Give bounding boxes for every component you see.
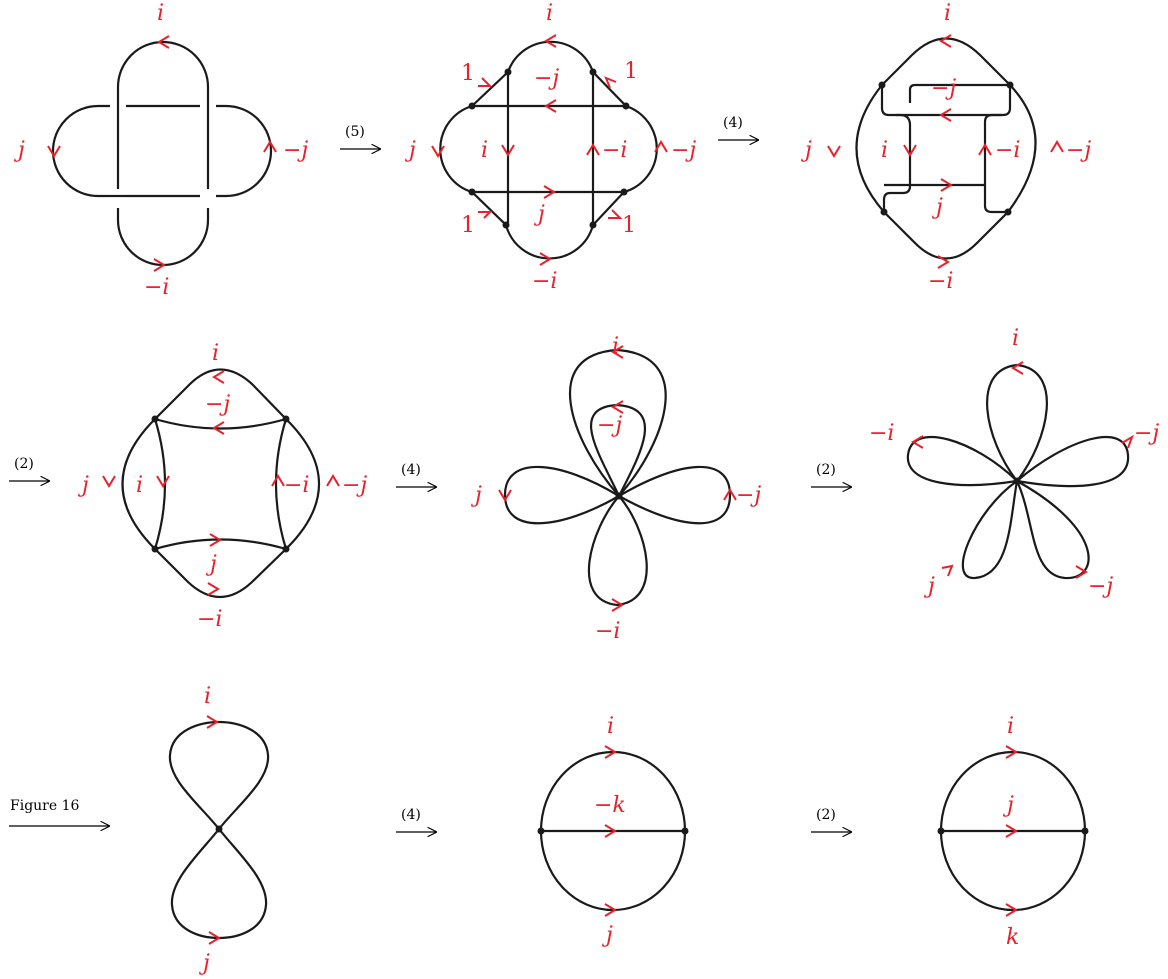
- label-j: j: [601, 923, 613, 948]
- label-i: i: [944, 1, 951, 26]
- diagram-2-arrows: [431, 34, 668, 266]
- label-neg-i: −i: [284, 473, 309, 498]
- diagram-1-labels: i j −j −i: [13, 1, 308, 300]
- label-1: 1: [461, 61, 475, 86]
- label-1: 1: [624, 59, 638, 84]
- step-label: (4): [401, 807, 421, 823]
- label-i: i: [204, 684, 211, 709]
- diagram-3-vertices: [878, 81, 1014, 216]
- diagram-9-theta: [939, 750, 1087, 912]
- label-neg-j: −j: [671, 138, 696, 163]
- label-neg-j: −j: [1134, 421, 1159, 446]
- diagram-5-vertex: [615, 492, 623, 500]
- label-i: i: [607, 714, 614, 739]
- step-arrow-3: (2): [9, 456, 49, 481]
- diagram-8-theta: [539, 750, 687, 912]
- label-i: i: [612, 334, 619, 359]
- label-neg-j: −j: [283, 138, 308, 163]
- diagram-3-labels: i −j j i −i −j j −i: [800, 1, 1091, 294]
- diagram-1-knot: [51, 40, 273, 267]
- label-i: i: [481, 138, 488, 163]
- diagram-6-vertex: [1013, 477, 1021, 485]
- diagram-7-vertex: [215, 825, 223, 833]
- label-neg-j: −j: [342, 473, 367, 498]
- label-i: i: [136, 473, 143, 498]
- step-arrow-2: (4): [718, 115, 758, 140]
- diagram-1-arrows: [47, 35, 277, 272]
- diagram-8-arrows: [604, 745, 617, 917]
- label-neg-i: −i: [595, 619, 620, 644]
- diagram-2-graph: [439, 40, 658, 260]
- label-neg-i: −i: [144, 275, 169, 300]
- step-arrow-1: (5): [340, 124, 380, 149]
- label-neg-j: −j: [597, 413, 622, 438]
- label-neg-i: −i: [995, 138, 1020, 163]
- step-label: (2): [816, 807, 836, 823]
- label-neg-k: −k: [594, 793, 626, 818]
- label-j: j: [205, 552, 217, 577]
- label-neg-j: −j: [1088, 574, 1113, 599]
- label-1: 1: [622, 213, 636, 238]
- diagram-4-labels: i −j j i −i −j j −i: [77, 341, 367, 632]
- label-j: j: [533, 202, 545, 227]
- label-neg-j: −j: [534, 66, 559, 91]
- label-j: j: [404, 138, 416, 163]
- label-i: i: [1012, 326, 1019, 351]
- diagram-6-arrows: [911, 361, 1134, 579]
- step-label: (4): [723, 115, 743, 131]
- diagram-8-labels: i −k j: [594, 714, 626, 948]
- step-label: (2): [14, 456, 34, 472]
- step-arrow-8: (2): [811, 807, 851, 832]
- step-label: (2): [816, 462, 836, 478]
- label-j: j: [198, 951, 210, 976]
- label-i: i: [1007, 714, 1014, 739]
- diagram-3-arrows: [827, 34, 1064, 269]
- step-arrow-7: (4): [396, 807, 436, 832]
- label-1: 1: [461, 213, 475, 238]
- diagram-5-flower: [503, 348, 732, 607]
- diagram-7-arrows: [206, 715, 221, 945]
- label-i: i: [881, 138, 888, 163]
- step-arrow-4: (4): [396, 462, 436, 487]
- label-j: j: [931, 195, 943, 220]
- label-neg-j: −j: [736, 483, 761, 508]
- step-label: (5): [345, 124, 365, 140]
- step-label: (4): [401, 462, 421, 478]
- label-i: i: [546, 1, 553, 26]
- step-arrow-5: (2): [811, 462, 851, 487]
- diagram-4-vertices: [151, 415, 290, 553]
- label-i: i: [157, 1, 164, 26]
- label-i: i: [212, 341, 219, 366]
- label-neg-i: −i: [197, 607, 222, 632]
- label-j: j: [1002, 793, 1014, 818]
- label-neg-i: −i: [532, 269, 557, 294]
- diagram-8-vertices: [537, 827, 689, 835]
- diagram-6-flower: [906, 363, 1130, 580]
- label-neg-j: −j: [1066, 138, 1091, 163]
- diagram-5-labels: i −j j −j −i: [470, 334, 761, 644]
- label-neg-j: −j: [931, 76, 956, 101]
- label-neg-i: −i: [928, 269, 953, 294]
- step-arrow-6: Figure 16: [9, 798, 109, 826]
- diagram-2-labels: i 1 1 −j j i −i −j 1 j 1 −i: [404, 1, 696, 294]
- label-j: j: [923, 574, 935, 599]
- diagram-4-arrows: [102, 370, 340, 596]
- diagram-9-vertices: [937, 827, 1089, 835]
- label-j: j: [77, 473, 89, 498]
- label-k: k: [1006, 925, 1019, 950]
- label-j: j: [470, 483, 482, 508]
- label-neg-i: −i: [602, 138, 627, 163]
- diagram-2-vertices: [468, 68, 630, 229]
- label-neg-j: −j: [205, 392, 230, 417]
- diagram-5-arrows: [498, 345, 737, 612]
- figure-reference: Figure 16: [10, 798, 80, 814]
- diagram-9-arrows: [1005, 745, 1018, 917]
- label-j: j: [800, 138, 812, 163]
- label-j: j: [13, 138, 25, 163]
- label-neg-i: −i: [869, 421, 894, 446]
